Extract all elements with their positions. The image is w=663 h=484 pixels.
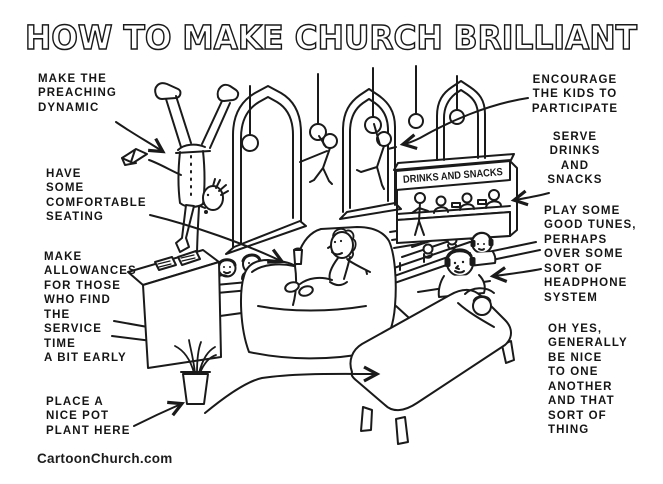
label-be-nice: OH YES, GENERALLY BE NICE TO ONE ANOTHER… [548, 323, 628, 437]
hanging-lamps [241, 65, 465, 152]
seating-arrow [149, 214, 285, 264]
label-service-time: MAKE ALLOWANCES FOR THOSE WHO FIND THE S… [44, 251, 137, 365]
booth-servers [433, 189, 502, 214]
watermark: CartoonChurch.com [37, 451, 173, 466]
annotation-arrows [115, 97, 550, 427]
church-window-middle [339, 88, 402, 220]
booth-customer [411, 192, 429, 236]
drinks-booth: DRINKS AND SNACKS [393, 153, 518, 244]
swinging-kid-right [356, 123, 397, 190]
cartoon-title: HOW TO MAKE CHURCH BRILLIANT [25, 18, 637, 57]
drinks-arrow [510, 189, 550, 207]
preaching-arrow [115, 121, 166, 154]
drink-cup [293, 247, 303, 265]
handstand-preacher [121, 82, 240, 265]
service-time-arrow [204, 365, 381, 414]
church-window-right [436, 80, 486, 161]
label-pot-plant: PLACE A NICE POT PLANT HERE [46, 396, 131, 437]
label-tunes: PLAY SOME GOOD TUNES, PERHAPS OVER SOME … [544, 205, 637, 304]
label-preaching: MAKE THE PREACHING DYNAMIC [38, 73, 117, 114]
tunes-arrow [489, 266, 542, 283]
bed [349, 287, 515, 445]
swinging-kid-left [299, 133, 338, 185]
church-window-left [225, 85, 307, 255]
woman-on-sofa [284, 228, 371, 297]
label-kids: ENCOURAGE THE KIDS TO PARTICIPATE [531, 74, 619, 115]
pot-plant-arrow [133, 400, 186, 427]
label-drinks: SERVE DRINKS AND SNACKS [547, 131, 603, 187]
kids-arrow [399, 97, 529, 151]
sleeping-person [457, 287, 495, 328]
lectern [127, 249, 222, 369]
label-seating: HAVE SOME COMFORTABLE SEATING [46, 168, 147, 224]
pot-plant [174, 339, 217, 405]
